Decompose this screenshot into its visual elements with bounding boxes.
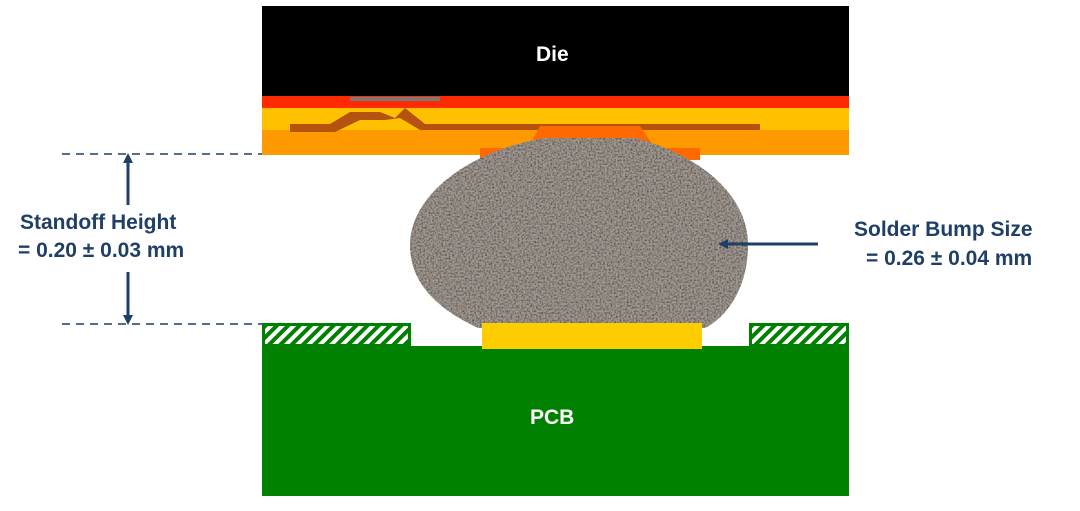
pcb-block	[262, 346, 849, 496]
die-label: Die	[536, 43, 569, 66]
die-block	[262, 6, 849, 100]
bump-label-line2: = 0.26 ± 0.04 mm	[866, 247, 1033, 270]
bump-label-line1: Solder Bump Size	[854, 218, 1033, 241]
solder-bump	[410, 138, 748, 328]
pcb-label: PCB	[530, 406, 575, 429]
pcb-pad	[482, 323, 702, 349]
standoff-label-line2: = 0.20 ± 0.03 mm	[18, 239, 185, 262]
standoff-label-line1: Standoff Height	[20, 211, 177, 234]
